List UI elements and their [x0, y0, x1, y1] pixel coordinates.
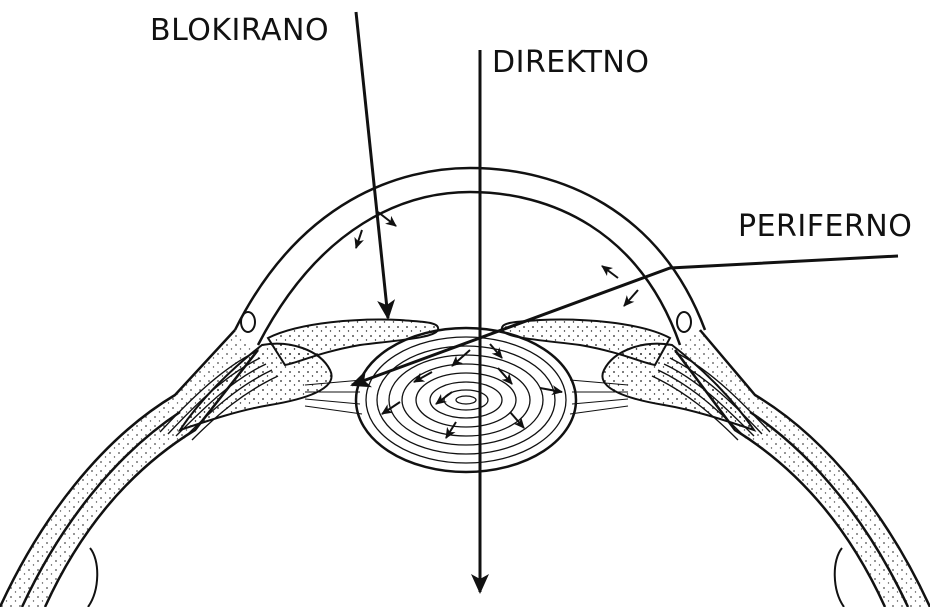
scatter-arrow: [540, 388, 562, 392]
sclera-dotted-left: [0, 330, 258, 607]
label-blocked: BLOKIRANO: [150, 16, 329, 46]
sclera-dotted-right: [675, 330, 930, 607]
scatter-arrow: [602, 266, 618, 278]
lens: [356, 328, 576, 472]
scatter-arrow: [498, 368, 512, 384]
label-direct: DIREKTNO: [492, 48, 649, 78]
scatter-arrow: [490, 344, 502, 358]
light-rays: [352, 12, 898, 592]
cornea-inner: [258, 192, 680, 345]
label-peripheral: PERIFERNO: [738, 212, 912, 242]
vitreous-edge-right: [835, 548, 844, 607]
scatter-arrow: [378, 212, 396, 226]
canal-right: [677, 312, 691, 332]
scatter-arrow: [624, 290, 638, 306]
blocked-ray: [356, 12, 388, 318]
canal-left: [241, 312, 255, 332]
vitreous-edge-left: [88, 548, 97, 607]
cornea: [235, 168, 705, 345]
scatter-arrow: [356, 230, 362, 248]
